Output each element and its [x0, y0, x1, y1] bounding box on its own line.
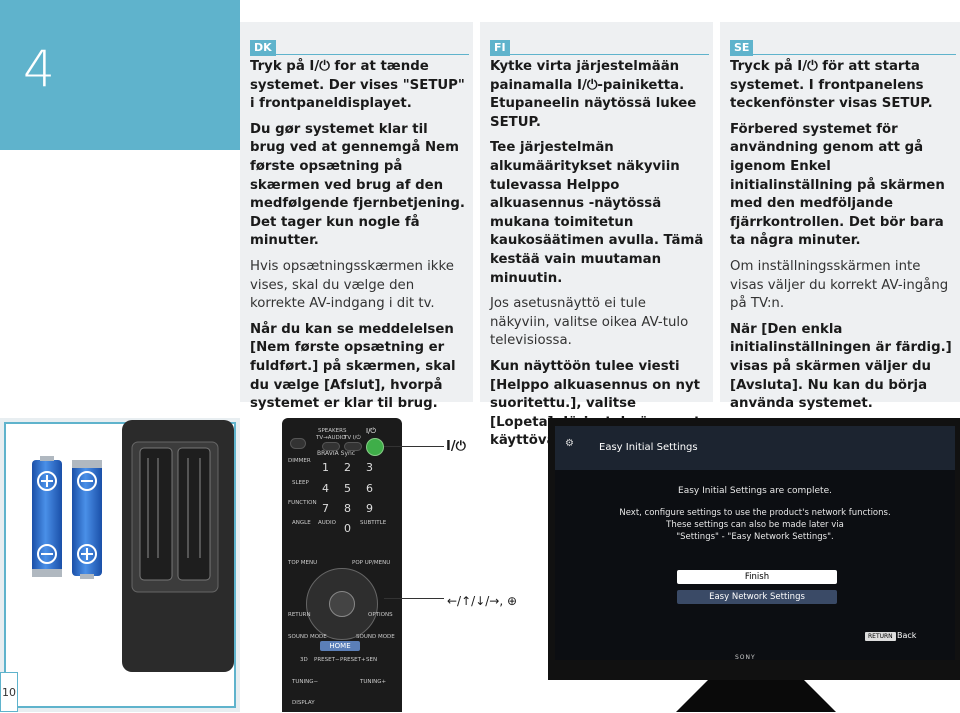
num-button-4[interactable]: 4 [322, 482, 329, 495]
remote-label-sleep: SLEEP [292, 480, 309, 486]
fi-setup-text: Tee järjestelmän alkumääritykset näkyvii… [490, 140, 704, 286]
battery-drawing [32, 456, 102, 579]
tv-brand-logo: SONY [735, 654, 756, 661]
se-finish-text: När [Den enkla initialinställningen är f… [730, 321, 952, 412]
lang-header-fi: FI [490, 36, 709, 56]
fi-step-text: Kytke virta järjestelmään painamalla I/⏻… [490, 59, 697, 130]
remote-label-bravia-sync: BRAVIA Sync [317, 450, 356, 457]
battery-compartment-icon [122, 420, 234, 672]
eject-button[interactable] [290, 438, 306, 449]
remote-label-top-menu: TOP MENU [288, 560, 318, 566]
num-button-8[interactable]: 8 [344, 502, 351, 515]
lang-body-se: Tryck på I/⏻ för att starta systemet. I … [730, 58, 954, 421]
lang-header-se: SE [730, 36, 956, 56]
tv-stand [676, 680, 836, 712]
lang-body-dk: Tryk på I/⏻ for at tænde systemet. Der v… [250, 58, 467, 421]
tv-power-button[interactable] [344, 442, 362, 451]
remote-control: SPEAKERS TV→AUDIO TV I/⏻ I/⏻ BRAVIA Sync… [282, 418, 402, 712]
screen-line-3: "Settings" - "Easy Network Settings". [676, 532, 834, 542]
remote-label-preset-minus: PRESET− [314, 657, 340, 663]
lang-code-fi: FI [490, 40, 510, 56]
remote-label-angle: ANGLE [292, 520, 311, 526]
easy-network-settings-button[interactable]: Easy Network Settings [677, 590, 837, 604]
screen-complete-text: Easy Initial Settings are complete. [678, 486, 832, 496]
dk-hint-text: Hvis opsætningsskærmen ikke vises, skal … [250, 258, 454, 312]
remote-label-tv-audio: TV→AUDIO [316, 435, 346, 441]
remote-label-subtitle: SUBTITLE [360, 520, 387, 526]
power-button[interactable] [366, 438, 384, 456]
enter-button[interactable] [329, 591, 355, 617]
se-setup-text: Förbered systemet för användning genom a… [730, 121, 945, 249]
dk-finish-text: Når du kan se meddelelsen [Nem første op… [250, 321, 456, 412]
battery-left-icon [32, 456, 62, 577]
panel-finnish: FI Kytke virta järjestelmään painamalla … [480, 22, 713, 448]
remote-label-tuning-minus: TUNING− [292, 679, 319, 685]
fi-hint-text: Jos asetusnäyttö ei tule näkyviin, valit… [490, 296, 689, 349]
panel-danish: DK Tryk på I/⏻ for at tænde systemet. De… [240, 22, 473, 411]
remote-label-sen: SEN [366, 657, 378, 663]
screen-line-2: These settings can also be made later vi… [666, 520, 844, 530]
power-callout: I/⏻ [446, 439, 466, 454]
screen-line-1: Next, configure settings to use the prod… [619, 508, 891, 518]
remote-label-3d: 3D [300, 657, 308, 663]
num-button-1[interactable]: 1 [322, 461, 329, 474]
remote-label-function: FUNCTION [288, 500, 317, 506]
screen-header: Easy Initial Settings [599, 442, 698, 453]
dk-step-text: Tryk på I/⏻ for at tænde systemet. Der v… [250, 59, 465, 112]
remote-label-sound-mode-2: SOUND MODE [356, 634, 395, 640]
lang-code-se: SE [730, 40, 754, 56]
num-button-0[interactable]: 0 [344, 522, 351, 535]
remote-label-tuning-plus: TUNING+ [360, 679, 387, 685]
arrows-callout-line [384, 598, 444, 599]
num-button-6[interactable]: 6 [366, 482, 373, 495]
se-hint-text: Om inställningsskärmen inte visas väljer… [730, 258, 949, 312]
remote-label-dimmer: DIMMER [288, 458, 311, 464]
lang-body-fi: Kytke virta järjestelmään painamalla I/⏻… [490, 58, 707, 458]
num-button-7[interactable]: 7 [322, 502, 329, 515]
home-button[interactable]: HOME [320, 641, 360, 651]
battery-right-icon [72, 460, 102, 579]
step-number: 4 [23, 40, 55, 98]
step-number-box: 4 [0, 0, 240, 150]
power-callout-line [384, 446, 444, 447]
remote-label-power: I/⏻ [366, 427, 376, 435]
remote-label-speakers: SPEAKERS [318, 428, 347, 434]
num-button-5[interactable]: 5 [344, 482, 351, 495]
tv-screen: ⚙ Easy Initial Settings Easy Initial Set… [555, 426, 955, 660]
remote-label-sound-mode-1: SOUND MODE [288, 634, 327, 640]
se-step-text: Tryck på I/⏻ för att starta systemet. I … [730, 59, 933, 112]
remote-label-display: DISPLAY [292, 700, 315, 706]
lang-code-dk: DK [250, 40, 276, 56]
lang-header-dk: DK [250, 36, 469, 56]
page-number: 10 [0, 672, 18, 712]
finish-button[interactable]: Finish [677, 570, 837, 584]
arrows-callout: ←/↑/↓/→, ⊕ [447, 594, 518, 608]
num-button-9[interactable]: 9 [366, 502, 373, 515]
remote-label-return: RETURN [288, 612, 311, 618]
remote-label-preset-plus: PRESET+ [340, 657, 366, 663]
return-key-badge: RETURN [865, 632, 896, 641]
remote-label-popup-menu: POP UP/MENU [352, 560, 391, 566]
remote-back-illustration [118, 418, 238, 672]
remote-label-audio: AUDIO [318, 520, 336, 526]
back-label: Back [897, 631, 917, 640]
tv-audio-button[interactable] [322, 442, 340, 451]
screen-header-bar [555, 426, 955, 470]
num-button-3[interactable]: 3 [366, 461, 373, 474]
remote-label-tv-power: TV I/⏻ [344, 435, 361, 441]
panel-swedish: SE Tryck på I/⏻ för att starta systemet.… [720, 22, 960, 411]
remote-label-options: OPTIONS [368, 612, 393, 618]
num-button-2[interactable]: 2 [344, 461, 351, 474]
dk-setup-text: Du gør systemet klar til brug ved at gen… [250, 121, 465, 249]
settings-icon: ⚙ [565, 438, 574, 449]
